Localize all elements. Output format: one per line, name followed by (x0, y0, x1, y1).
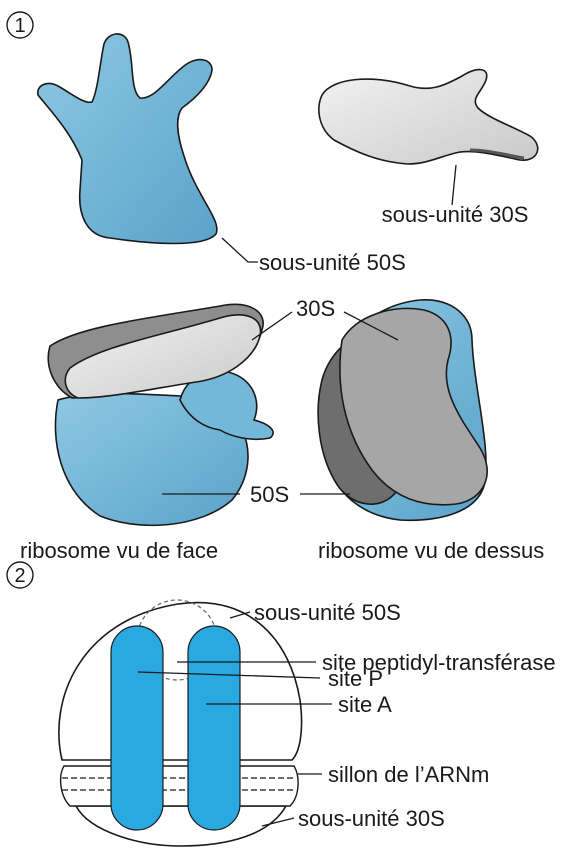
label-mrna-groove: sillon de l’ARNm (328, 762, 489, 787)
site-a-channel (188, 626, 240, 830)
caption-top-view: ribosome vu de dessus (318, 538, 544, 563)
label-subunit-30s: sous-unité 30S (382, 202, 529, 227)
label-subunit-50s: sous-unité 50S (259, 250, 406, 275)
ribosome-top-view (318, 300, 487, 520)
label-30s: 30S (296, 296, 335, 321)
label-site-a: site A (338, 692, 392, 717)
leader-50s (222, 238, 258, 262)
caption-front-view: ribosome vu de face (20, 538, 218, 563)
svg-text:2: 2 (14, 565, 25, 587)
label-p2-subunit-30s: sous-unité 30S (298, 806, 445, 831)
label-50s: 50S (250, 482, 289, 507)
label-p2-subunit-50s: sous-unité 50S (254, 600, 401, 625)
ribosome-front-view (48, 304, 273, 525)
schematic-50s-dome (59, 603, 302, 760)
label-site-p: site P (328, 666, 383, 691)
site-p-channel (111, 626, 163, 830)
mrna-groove-band (61, 766, 298, 806)
schematic-30s-base (76, 806, 286, 846)
panel-2-number: 2 (7, 562, 33, 588)
svg-text:1: 1 (14, 15, 25, 37)
panel-1-number: 1 (7, 12, 33, 38)
subunit-30s-shape (319, 70, 538, 164)
leader-30s (452, 165, 456, 205)
subunit-50s-shape (38, 34, 217, 244)
